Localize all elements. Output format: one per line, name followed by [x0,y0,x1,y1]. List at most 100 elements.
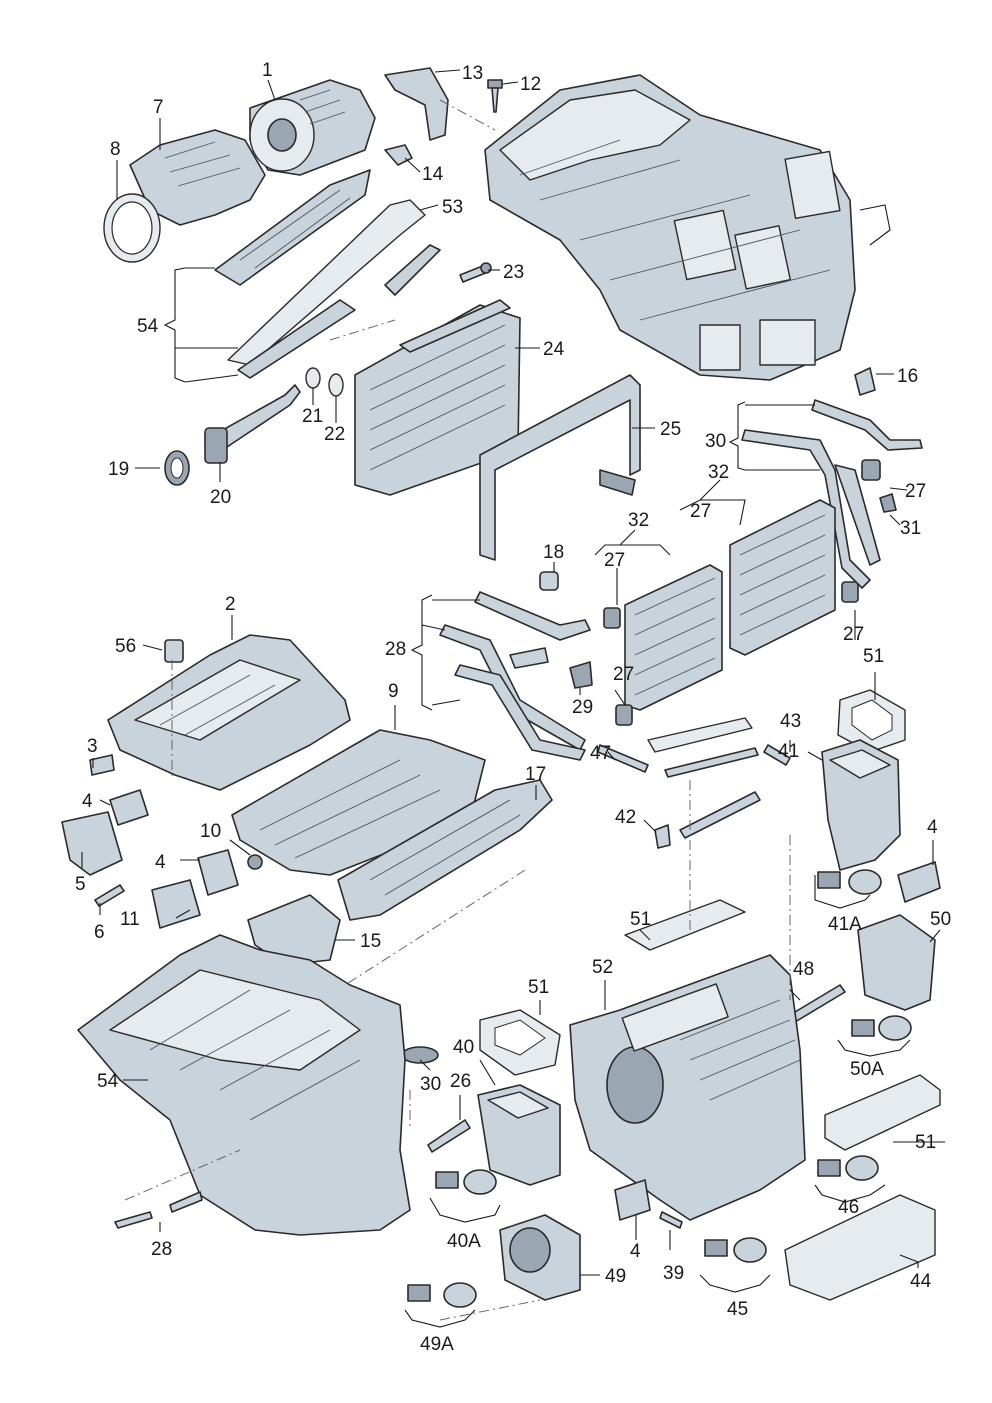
label-13: 13 [462,63,483,84]
part-flanges-27-left [603,607,633,726]
label-51-top: 51 [863,646,884,667]
label-47: 47 [590,743,611,764]
label-21: 21 [302,406,323,427]
label-52: 52 [592,957,613,978]
label-48: 48 [793,959,814,980]
label-50: 50 [930,909,951,930]
part-40A-actuators [435,1169,497,1195]
label-5: 5 [75,874,86,895]
part-11 [151,879,201,929]
part-screw-23 [459,262,492,283]
part-flanges-27-right [841,459,881,603]
part-44 [784,1194,936,1301]
part-26 [427,1119,471,1153]
label-30-bottom: 30 [420,1074,441,1095]
part-blower-motor [249,79,376,176]
part-49 [499,1214,581,1301]
part-31 [879,493,897,513]
part-15 [247,894,341,966]
label-27-bracket: 27 [690,501,711,522]
part-labels: 1 7 8 13 12 14 53 23 24 54 21 22 19 20 2… [75,60,951,1355]
label-40A: 40A [447,1231,481,1252]
label-8: 8 [110,139,121,160]
part-actuators-left [61,789,149,876]
label-45: 45 [727,1299,748,1320]
part-hvac-main-assembly [484,74,891,381]
label-53: 53 [442,197,463,218]
part-frame-25 [479,374,641,561]
label-22: 22 [324,424,345,445]
part-50 [857,914,936,1011]
label-32-left: 32 [628,510,649,531]
part-49A-actuators [407,1282,477,1308]
label-26: 26 [450,1071,471,1092]
label-17: 17 [525,764,546,785]
label-16: 16 [897,366,918,387]
label-18: 18 [543,542,564,563]
part-screw-12 [487,79,503,113]
label-28-mid: 28 [385,639,406,660]
label-41: 41 [778,741,799,762]
part-housing-40 [477,1084,561,1186]
part-actuator-4-bottom [614,1179,651,1221]
label-44: 44 [910,1271,932,1292]
part-seal-51-left [479,1009,561,1076]
part-42 [654,824,671,849]
label-10: 10 [200,821,221,842]
part-50A-actuators [851,1015,912,1041]
label-20: 20 [210,487,231,508]
part-bracket [384,67,449,141]
part-heater-core-left [624,564,723,711]
label-15: 15 [360,931,381,952]
part-housing-2 [107,634,351,791]
label-51-mid: 51 [630,909,651,930]
part-screw-39 [659,1211,683,1229]
label-4-mid: 4 [155,852,166,873]
label-39: 39 [663,1263,684,1284]
label-4-left: 4 [82,791,93,812]
part-seal-51-mid [624,899,746,951]
part-46-actuators [817,1155,879,1181]
part-heater-core-right [729,499,836,656]
part-28-bottom [114,1191,203,1229]
label-54-bottom: 54 [97,1071,119,1092]
part-actuator-4-mid [197,849,239,896]
part-actuator-4-right [897,861,941,903]
label-2: 2 [225,594,236,615]
part-screw-6 [94,884,125,907]
label-40: 40 [453,1037,474,1058]
label-51-left: 51 [528,977,549,998]
part-54-upper [214,169,441,379]
label-27-right-a: 27 [905,481,926,502]
part-pipes-28 [439,591,591,761]
label-23: 23 [503,262,524,283]
label-43: 43 [780,711,801,732]
label-7: 7 [153,97,164,118]
label-32-right-top: 32 [708,462,729,483]
label-27-left-b: 27 [613,664,634,685]
label-14: 14 [422,164,444,185]
label-4-bottom: 4 [630,1241,641,1262]
part-heat-exchanger-24 [354,299,521,496]
label-1: 1 [262,60,273,81]
label-27-left-a: 27 [604,550,625,571]
part-pipe-20 [204,384,301,464]
label-24: 24 [543,339,565,360]
label-11: 11 [120,909,140,930]
label-46: 46 [838,1197,859,1218]
label-29: 29 [572,697,593,718]
part-clip-14 [384,144,413,166]
label-6: 6 [94,922,105,943]
part-18 [539,571,559,591]
label-27-right-b: 27 [843,624,864,645]
label-41A: 41A [828,914,862,935]
part-clip-16 [854,367,876,396]
label-12: 12 [520,74,541,95]
label-56: 56 [115,636,136,657]
leader-lines [81,69,945,1328]
label-54-top: 54 [137,316,159,337]
label-3: 3 [87,736,98,757]
label-42: 42 [615,807,636,828]
label-19: 19 [108,459,129,480]
